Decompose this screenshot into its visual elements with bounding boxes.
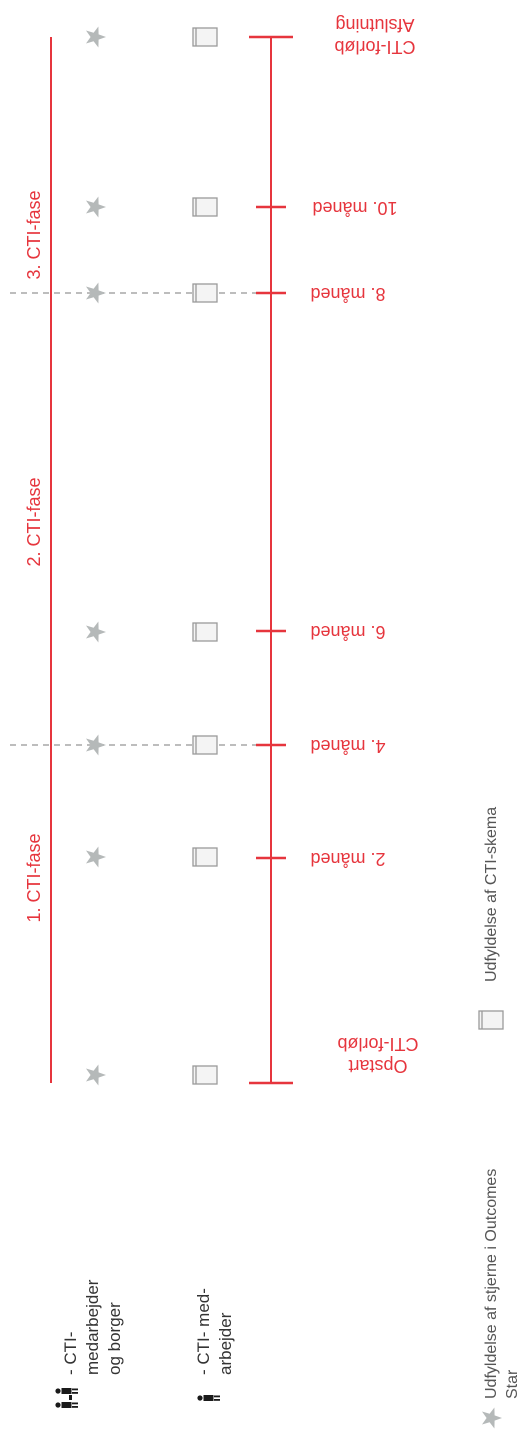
row-label-staff-and-citizen: - CTI- medarbejder og borger xyxy=(55,1279,124,1408)
stars-row xyxy=(86,26,106,1086)
milestone-label: CTI-forløb xyxy=(335,37,416,57)
document-icon xyxy=(192,283,218,303)
document-icon xyxy=(192,27,218,47)
phase-label-1: 1. CTI-fase xyxy=(24,833,44,922)
row-label-staff-only: - CTI- med- arbejder xyxy=(194,1288,235,1401)
legend: Udfyldelse af stjerne i Outcomes Star Ud… xyxy=(478,807,521,1429)
document-icon xyxy=(192,1065,218,1085)
row-label-line: og borger xyxy=(105,1302,124,1375)
document-icon xyxy=(192,847,218,867)
row-label-line: medarbejder xyxy=(83,1279,102,1375)
star-icon xyxy=(86,621,106,643)
star-icon xyxy=(86,196,106,218)
milestone-label: Opstart xyxy=(348,1056,407,1076)
phase-label-3: 3. CTI-fase xyxy=(24,190,44,279)
milestone-label: CTI-forløb xyxy=(338,1034,419,1054)
document-icon xyxy=(192,735,218,755)
person-icon xyxy=(197,1395,220,1401)
row-label-line: - CTI- xyxy=(61,1332,80,1375)
row-label-line: arbejder xyxy=(216,1312,235,1375)
legend-star-label: Star xyxy=(504,1369,521,1399)
milestone-label: Afslutning xyxy=(335,15,414,35)
star-icon xyxy=(86,734,106,756)
milestone-4-months: 4. måned xyxy=(310,736,385,756)
milestone-8-months: 8. måned xyxy=(310,284,385,304)
star-icon xyxy=(86,1064,106,1086)
milestone-start: Opstart CTI-forløb xyxy=(338,1034,419,1076)
star-icon xyxy=(482,1407,502,1429)
legend-document-label: Udfyldelse af CTI-skema xyxy=(483,807,500,982)
document-icon xyxy=(192,622,218,642)
documents-row xyxy=(192,27,218,1085)
document-icon xyxy=(192,197,218,217)
star-icon xyxy=(86,282,106,304)
milestone-6-months: 6. måned xyxy=(310,622,385,642)
star-icon xyxy=(86,846,106,868)
milestone-10-months: 10. måned xyxy=(312,198,397,218)
timeline-ticks xyxy=(249,35,293,1085)
phase-label-2: 2. CTI-fase xyxy=(24,477,44,566)
two-persons-icon xyxy=(55,1388,78,1408)
row-label-line: - CTI- med- xyxy=(194,1288,213,1375)
document-icon xyxy=(478,1010,504,1030)
legend-star-label: Udfyldelse af stjerne i Outcomes xyxy=(483,1169,500,1399)
star-icon xyxy=(86,26,106,48)
milestone-2-months: 2. måned xyxy=(310,849,385,869)
milestone-end: Afslutning CTI-forløb xyxy=(335,15,416,57)
